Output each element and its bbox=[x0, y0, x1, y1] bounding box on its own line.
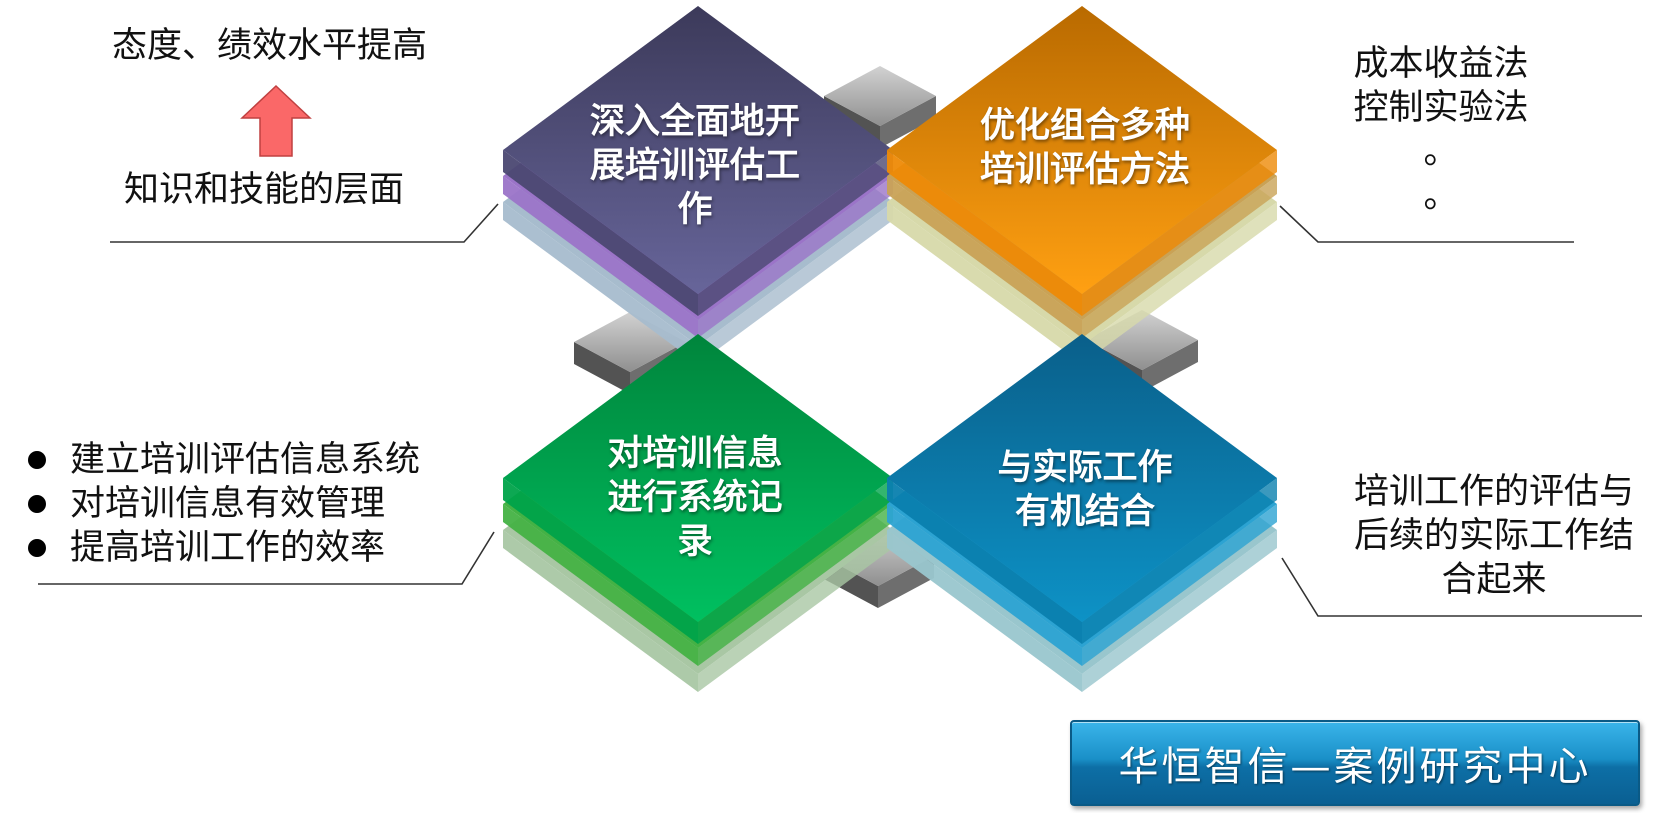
connector-block-2-right-face bbox=[1142, 340, 1198, 392]
tile-line: 与实际工作 bbox=[997, 448, 1173, 488]
method-control-experiment: 控制实验法 bbox=[1353, 88, 1529, 128]
tile-label-record-information: 对培训信息 进行系统记 录 bbox=[565, 432, 825, 564]
tile-1-layer-top-left-face bbox=[887, 150, 1082, 316]
tile-2-layer-top-top-face bbox=[503, 334, 893, 622]
attitude-performance-label: 态度、绩效水平提高 bbox=[112, 26, 428, 66]
knowledge-skill-label: 知识和技能的层面 bbox=[124, 170, 405, 210]
tile-0-layer-mid-left-face bbox=[503, 176, 698, 338]
tile-1-layer-low-left-face bbox=[887, 202, 1082, 364]
connector-block-1-left-face bbox=[574, 342, 630, 394]
tile-3-layer-mid-left-face bbox=[887, 504, 1082, 666]
tile-line: 展培训评估工 bbox=[589, 146, 800, 186]
tile-3-layer-top-left-face bbox=[887, 478, 1082, 644]
integration-note-line: 培训工作的评估与 bbox=[1353, 472, 1634, 512]
tile-2-layer-low-left-face bbox=[503, 530, 698, 692]
tile-1-layer-low-right-face bbox=[1082, 202, 1277, 364]
tile-2-layer-mid-left-face bbox=[503, 504, 698, 666]
bullet-item: 对培训信息有效管理 bbox=[22, 482, 420, 526]
tile-line: 培训评估方法 bbox=[979, 150, 1190, 190]
tile-2-layer-low-right-face bbox=[698, 530, 893, 692]
tile-3-layer-top-top-face bbox=[887, 334, 1277, 622]
ellipsis-dot-2: 。 bbox=[1423, 176, 1459, 216]
leader-line-top-right bbox=[1279, 205, 1574, 243]
methods-list: 成本收益法 控制实验法 。 。 bbox=[1336, 42, 1546, 218]
tile-1-layer-mid-right-face bbox=[1082, 176, 1277, 338]
integration-note-line: 合起来 bbox=[1441, 560, 1547, 600]
connector-block-0-right-face bbox=[880, 96, 936, 148]
bullet-item: 提高培训工作的效率 bbox=[22, 526, 420, 570]
tile-2-layer-top-left-face bbox=[503, 478, 698, 644]
leader-line-top-left bbox=[110, 203, 499, 243]
ellipsis-dot-1: 。 bbox=[1423, 132, 1459, 172]
tile-0-layer-top-right-face bbox=[698, 150, 893, 316]
banner-text: 华恒智信—案例研究中心 bbox=[1118, 744, 1592, 790]
leader-line-bottom-right bbox=[1281, 557, 1642, 617]
tile-line: 进行系统记 bbox=[607, 478, 783, 518]
tile-0-layer-mid-right-face bbox=[698, 176, 893, 338]
tile-line: 有机结合 bbox=[1014, 492, 1155, 532]
tile-1-layer-mid-left-face bbox=[887, 176, 1082, 338]
tile-3-layer-mid-right-face bbox=[1082, 504, 1277, 666]
tile-line: 优化组合多种 bbox=[979, 106, 1190, 146]
method-cost-benefit: 成本收益法 bbox=[1353, 44, 1529, 84]
tile-0-layer-low-left-face bbox=[503, 202, 698, 364]
tile-3-layer-low-left-face bbox=[887, 530, 1082, 692]
tile-label-optimize-methods: 优化组合多种 培训评估方法 bbox=[955, 104, 1215, 192]
info-system-bullet-list: 建立培训评估信息系统 对培训信息有效管理 提高培训工作的效率 bbox=[22, 438, 420, 570]
case-study-center-banner: 华恒智信—案例研究中心 bbox=[1070, 720, 1640, 806]
tile-line: 作 bbox=[677, 190, 713, 230]
tile-3-layer-top-right-face bbox=[1082, 478, 1277, 644]
tile-1-layer-top-top-face bbox=[887, 6, 1277, 294]
tile-3-layer-low-right-face bbox=[1082, 530, 1277, 692]
tile-2-layer-mid-right-face bbox=[698, 504, 893, 666]
integration-note-line: 后续的实际工作结 bbox=[1353, 516, 1634, 556]
bullet-item: 建立培训评估信息系统 bbox=[22, 438, 420, 482]
tile-line: 对培训信息 bbox=[607, 434, 783, 474]
tile-0-layer-low-right-face bbox=[698, 202, 893, 364]
tile-label-comprehensive-evaluation: 深入全面地开 展培训评估工 作 bbox=[565, 100, 825, 232]
tile-0-layer-top-left-face bbox=[503, 150, 698, 316]
tile-2-layer-top-right-face bbox=[698, 478, 893, 644]
tile-line: 深入全面地开 bbox=[589, 102, 800, 142]
tile-line: 录 bbox=[677, 522, 713, 562]
leader-line-bottom-left bbox=[38, 531, 495, 585]
tile-label-combine-with-work: 与实际工作 有机结合 bbox=[955, 446, 1215, 534]
arrow-up-icon bbox=[240, 84, 312, 157]
tile-1-layer-top-right-face bbox=[1082, 150, 1277, 316]
connector-block-0-top-face bbox=[824, 66, 936, 126]
integration-note: 培训工作的评估与 后续的实际工作结 合起来 bbox=[1334, 470, 1654, 602]
tile-0-layer-top-top-face bbox=[503, 6, 893, 294]
